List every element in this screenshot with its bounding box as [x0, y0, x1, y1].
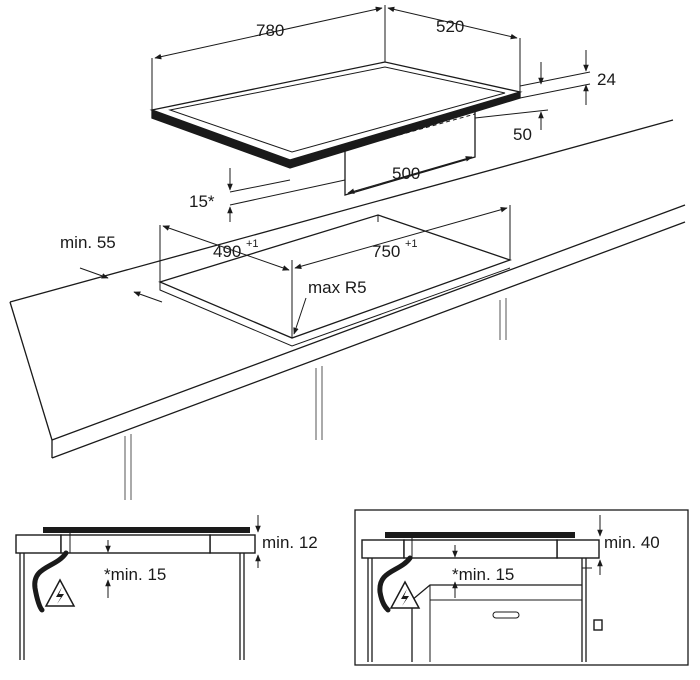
- detail-right: [361, 532, 603, 662]
- leader-corner-radius: [293, 297, 307, 335]
- detail-right-frame: [354, 509, 689, 666]
- dim-line-hob-width: [154, 6, 383, 60]
- label-hob-edge-offset: 50: [513, 125, 532, 144]
- dim-arrow-55-right: [133, 291, 163, 303]
- label-min-rear-gap: min. 55: [60, 233, 116, 252]
- worktop: [9, 119, 686, 500]
- dim-line-cutout-depth: [162, 225, 290, 271]
- label-cutout-width: 750: [372, 242, 400, 261]
- label-inner-width: 500: [392, 164, 420, 183]
- label-cutout-depth-tol: +1: [246, 238, 259, 250]
- label-hob-depth: 520: [436, 17, 464, 36]
- label-min-below-right: *min. 15: [452, 565, 514, 584]
- dim-arrow-55-left: [79, 267, 109, 279]
- dim-line-hob-depth: [387, 6, 518, 40]
- label-cutout-depth: 490: [213, 242, 241, 261]
- label-cutout-width-tol: +1: [405, 238, 418, 250]
- label-corner-radius: max R5: [308, 278, 367, 297]
- label-min-above-left: min. 12: [262, 533, 318, 552]
- dim-line-cutout-width: [294, 207, 508, 269]
- electrical-hazard-icon: [44, 578, 76, 607]
- label-min-above-right: min. 40: [604, 533, 660, 552]
- hob-drawing: [149, 5, 591, 206]
- label-front-gap: 15*: [189, 192, 215, 211]
- label-hob-height: 24: [597, 70, 616, 89]
- electrical-hazard-icon: [389, 580, 421, 609]
- dim-line-inner-width: [347, 156, 473, 194]
- label-min-below-left: *min. 15: [104, 565, 166, 584]
- label-hob-width: 780: [256, 21, 284, 40]
- detail-left: [15, 527, 256, 660]
